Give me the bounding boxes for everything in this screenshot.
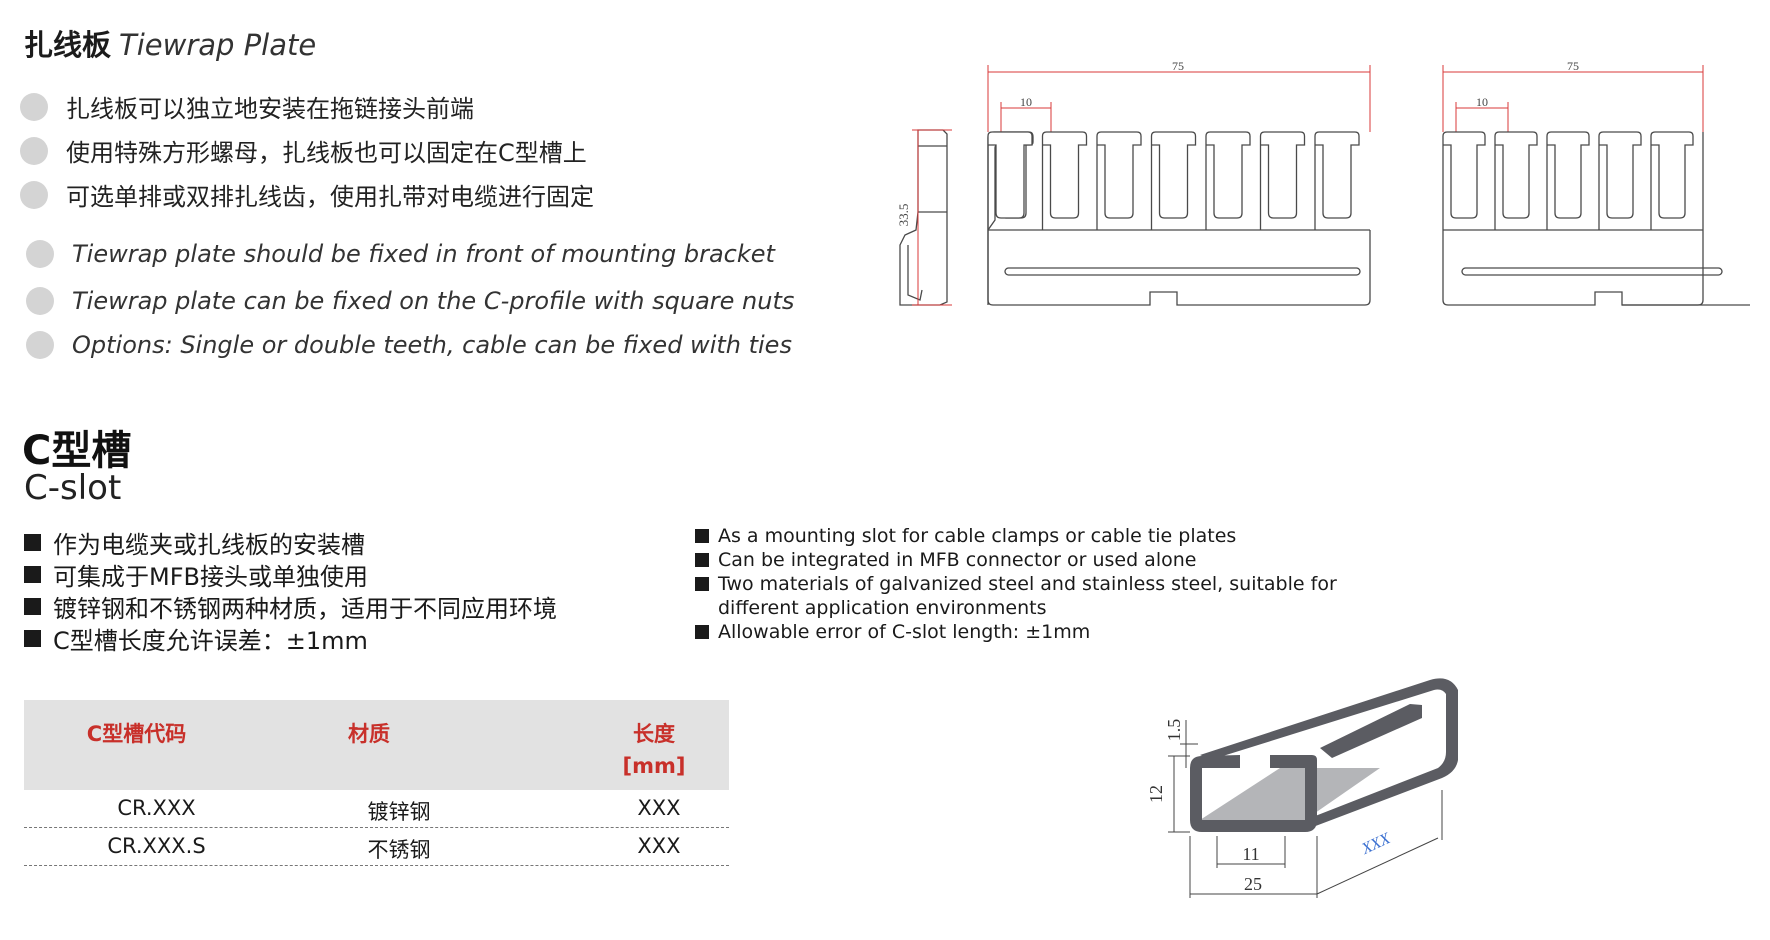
- tiewrap-bullet-cn-2: 使用特殊方形螺母，扎线板也可以固定在C型槽上: [20, 133, 587, 168]
- cslot-dim-width-label: 25: [1244, 874, 1262, 894]
- bullet-text: 可选单排或双排扎线齿，使用扎带对电缆进行固定: [66, 183, 594, 211]
- bullet-text: Allowable error of C-slot length: ±1mm: [718, 621, 1091, 643]
- cslot-front-face: [1190, 755, 1317, 832]
- square-bullet-icon: [695, 577, 709, 591]
- tiewrap-title-en: Tiewrap Plate: [119, 28, 317, 62]
- square-bullet-icon: [695, 625, 709, 639]
- cslot-bullet-cn-3: 镀锌钢和不锈钢两种材质，适用于不同应用环境: [24, 589, 557, 624]
- tiewrap-tooth: [1150, 131, 1197, 230]
- square-bullet-icon: [24, 598, 41, 615]
- bullet-dot-icon: [26, 287, 54, 315]
- table-cell-length: XXX: [637, 796, 681, 820]
- tiewrap-drawing: 33.5 75 10 75 10: [896, 60, 1750, 306]
- tiewrap-tooth: [1096, 131, 1142, 230]
- bullet-text: Options: Single or double teeth, cable c…: [72, 331, 792, 359]
- square-bullet-icon: [695, 553, 709, 567]
- bullet-dot-icon: [26, 331, 54, 359]
- cslot-bullet-en-3: Two materials of galvanized steel and st…: [695, 573, 1337, 595]
- tiewrap-bullet-en-2: Tiewrap plate can be fixed on the C-prof…: [26, 287, 794, 315]
- tiewrap-bullet-en-1: Tiewrap plate should be fixed in front o…: [26, 240, 775, 268]
- table-cell-material: 不锈钢: [367, 838, 431, 862]
- table-row: CR.XXX 镀锌钢 XXX: [24, 790, 729, 828]
- tiewrap-tooth-dim-label-1: 10: [1020, 95, 1032, 109]
- table-header-unit: [mm]: [622, 754, 686, 778]
- cslot-bullet-en-3-cont: different application environments: [718, 597, 1046, 619]
- tiewrap-tooth: [1650, 131, 1694, 230]
- bullet-text: Tiewrap plate can be fixed on the C-prof…: [72, 287, 795, 315]
- cslot-dim-opening-label: 11: [1242, 844, 1259, 864]
- tiewrap-height-dim-label: 33.5: [896, 204, 911, 227]
- tiewrap-tooth-dim-label-2: 10: [1476, 95, 1488, 109]
- bullet-text: different application environments: [718, 597, 1047, 619]
- cslot-dim-length-label: XXX: [1358, 830, 1394, 859]
- tiewrap-bullet-cn-1: 扎线板可以独立地安装在拖链接头前端: [20, 89, 474, 124]
- bullet-text: 扎线板可以独立地安装在拖链接头前端: [66, 95, 474, 123]
- tiewrap-side-view: [899, 129, 948, 306]
- cslot-drawing: 1.5 12 11 25 XXX: [1146, 678, 1458, 898]
- bullet-text: 使用特殊方形螺母，扎线板也可以固定在C型槽上: [66, 139, 587, 167]
- tiewrap-tooth: [1442, 131, 1486, 230]
- table-cell-material: 镀锌钢: [367, 800, 431, 824]
- cslot-table: C型槽代码 材质 长度 [mm] CR.XXX 镀锌钢 XXX CR.XXX.S…: [24, 700, 729, 866]
- tiewrap-tooth: [1041, 131, 1088, 230]
- tiewrap-teeth: [987, 131, 1704, 306]
- square-bullet-icon: [695, 529, 709, 543]
- table-header-material: 材质: [348, 722, 390, 746]
- cslot-subtitle: C-slot: [24, 468, 122, 508]
- cslot-bullet-cn-4: C型槽长度允许误差：±1mm: [24, 621, 368, 656]
- tiewrap-dimensions: [912, 65, 1704, 306]
- table-row: CR.XXX.S 不锈钢 XXX: [24, 828, 729, 866]
- cslot-dim-height-label: 12: [1146, 785, 1166, 803]
- cslot-inner-floor: [1200, 768, 1380, 820]
- bullet-text: Can be integrated in MFB connector or us…: [718, 549, 1197, 571]
- tiewrap-tooth: [1546, 131, 1590, 230]
- cslot-back-wall: [1200, 678, 1458, 830]
- tiewrap-tooth: [1494, 131, 1538, 230]
- bullet-dot-icon: [20, 92, 48, 121]
- table-cell-code: CR.XXX: [117, 796, 196, 820]
- bullet-dot-icon: [20, 136, 48, 165]
- table-header-code: C型槽代码: [86, 722, 187, 746]
- table-cell-code: CR.XXX.S: [107, 834, 206, 858]
- table-header-length: 长度: [633, 722, 675, 746]
- table-header: C型槽代码 材质 长度 [mm]: [24, 700, 729, 790]
- tiewrap-width-dim-label-2: 75: [1567, 60, 1579, 73]
- tiewrap-bullet-en-3: Options: Single or double teeth, cable c…: [26, 331, 792, 359]
- cslot-bullet-en-1: As a mounting slot for cable clamps or c…: [695, 525, 1236, 547]
- cslot-bullet-cn-2: 可集成于MFB接头或单独使用: [24, 557, 368, 592]
- cslot-bullet-cn-1: 作为电缆夹或扎线板的安装槽: [24, 525, 365, 560]
- tiewrap-tooth: [1205, 131, 1251, 230]
- square-bullet-icon: [24, 534, 41, 551]
- bullet-dot-icon: [20, 180, 48, 209]
- cslot-dimensions: [1168, 720, 1443, 898]
- cslot-dim-lip-label: 1.5: [1164, 719, 1184, 742]
- bullet-text: C型槽长度允许误差：±1mm: [53, 627, 368, 655]
- bullet-dot-icon: [26, 240, 54, 268]
- tiewrap-outline: [988, 132, 1704, 306]
- bullet-text: Two materials of galvanized steel and st…: [718, 573, 1337, 595]
- tiewrap-tooth: [1259, 131, 1306, 230]
- square-bullet-icon: [24, 630, 41, 647]
- tiewrap-tooth: [1314, 131, 1360, 230]
- tiewrap-title-cn: 扎线板: [24, 28, 112, 62]
- tiewrap-front-view-2: [1442, 230, 1750, 306]
- square-bullet-icon: [24, 566, 41, 583]
- tiewrap-tooth: [987, 131, 1033, 230]
- cslot-bullet-en-2: Can be integrated in MFB connector or us…: [695, 549, 1196, 571]
- tiewrap-tooth: [1598, 131, 1642, 230]
- cslot-title: C型槽: [22, 428, 132, 474]
- tiewrap-width-dim-label-1: 75: [1172, 60, 1184, 73]
- cslot-bullet-en-4: Allowable error of C-slot length: ±1mm: [695, 621, 1090, 643]
- bullet-text: Tiewrap plate should be fixed in front o…: [72, 240, 775, 268]
- bullet-text: 可集成于MFB接头或单独使用: [53, 563, 368, 591]
- table-cell-length: XXX: [637, 834, 681, 858]
- bullet-text: 作为电缆夹或扎线板的安装槽: [53, 531, 365, 559]
- bullet-text: 镀锌钢和不锈钢两种材质，适用于不同应用环境: [53, 595, 557, 623]
- tiewrap-bullet-cn-3: 可选单排或双排扎线齿，使用扎带对电缆进行固定: [20, 177, 594, 212]
- bullet-text: As a mounting slot for cable clamps or c…: [718, 525, 1237, 547]
